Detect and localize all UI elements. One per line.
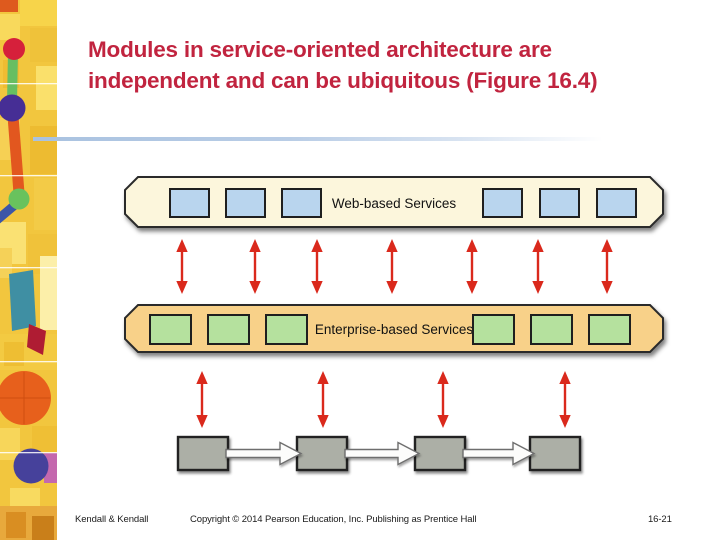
- double-arrow-head-up: [249, 239, 261, 252]
- strip-green-path: [7, 51, 18, 103]
- red-double-arrow: [601, 239, 613, 294]
- double-arrow-head-up: [466, 239, 478, 252]
- enterprise-service-module: [265, 314, 308, 345]
- web-service-module: [539, 188, 580, 218]
- strip-orange-path: [7, 115, 25, 194]
- strip-crimson-tile: [27, 324, 46, 355]
- legacy-module: [295, 435, 349, 472]
- enterprise-service-module: [588, 314, 631, 345]
- enterprise-service-module: [149, 314, 192, 345]
- double-arrow-head-up: [559, 371, 571, 384]
- web-service-module: [281, 188, 322, 218]
- double-arrow-head-up: [176, 239, 188, 252]
- red-double-arrow: [532, 239, 544, 294]
- strip-blue-circle: [13, 448, 49, 484]
- decorative-left-strip: [0, 0, 57, 540]
- web-service-module: [225, 188, 266, 218]
- web-services-label: Web-based Services: [332, 196, 457, 211]
- footer-page-number: 16-21: [648, 514, 672, 525]
- red-double-arrow: [386, 239, 398, 294]
- double-arrow-head-up: [532, 239, 544, 252]
- enterprise-services-label: Enterprise-based Services: [315, 322, 474, 337]
- double-arrow-head-up: [601, 239, 613, 252]
- legacy-module: [413, 435, 467, 472]
- web-service-module: [169, 188, 210, 218]
- enterprise-service-module: [530, 314, 573, 345]
- enterprise-services-bar: [124, 304, 664, 353]
- double-arrow-head-down: [196, 415, 208, 428]
- double-arrow-head-down: [437, 415, 449, 428]
- enterprise-service-module: [207, 314, 250, 345]
- red-double-arrow: [317, 371, 329, 428]
- double-arrow-head-down: [466, 281, 478, 294]
- flow-arrow: [462, 441, 536, 466]
- slide-title-line-2: independent and can be ubiquitous (Figur…: [88, 68, 598, 93]
- double-arrow-head-down: [601, 281, 613, 294]
- double-arrow-head-down: [176, 281, 188, 294]
- double-arrow-head-up: [317, 371, 329, 384]
- red-double-arrow: [176, 239, 188, 294]
- title-divider-line: [33, 137, 603, 141]
- double-arrow-head-down: [317, 415, 329, 428]
- flow-arrow: [344, 441, 421, 466]
- strip-red-circle: [3, 38, 25, 60]
- slide-title-line-1: Modules in service-oriented architecture…: [88, 37, 552, 62]
- footer-copyright: Copyright © 2014 Pearson Education, Inc.…: [190, 514, 477, 525]
- strip-hairlines: [0, 83, 57, 454]
- strip-teal-tile: [9, 270, 36, 331]
- red-double-arrow: [311, 239, 323, 294]
- double-arrow-head-down: [532, 281, 544, 294]
- double-arrow-head-up: [196, 371, 208, 384]
- web-service-module: [482, 188, 523, 218]
- slide-title: Modules in service-oriented architecture…: [88, 34, 703, 96]
- red-double-arrow: [196, 371, 208, 428]
- soa-diagram: Web-based Services Enterprise-based Serv…: [124, 176, 664, 472]
- double-arrow-head-up: [386, 239, 398, 252]
- web-service-module: [596, 188, 637, 218]
- double-arrow-head-up: [311, 239, 323, 252]
- red-double-arrow: [559, 371, 571, 428]
- double-arrow-head-down: [386, 281, 398, 294]
- double-arrow-head-down: [249, 281, 261, 294]
- double-arrow-head-up: [437, 371, 449, 384]
- legacy-module: [528, 435, 582, 472]
- enterprise-service-module: [472, 314, 515, 345]
- flow-arrow: [225, 441, 303, 466]
- double-arrow-head-down: [559, 415, 571, 428]
- red-double-arrow: [249, 239, 261, 294]
- red-double-arrow: [437, 371, 449, 428]
- double-arrow-head-down: [311, 281, 323, 294]
- legacy-module: [176, 435, 230, 472]
- red-double-arrow: [466, 239, 478, 294]
- strip-green-circle: [8, 188, 30, 210]
- footer-authors: Kendall & Kendall: [75, 514, 149, 525]
- strip-purple-circle: [0, 94, 26, 122]
